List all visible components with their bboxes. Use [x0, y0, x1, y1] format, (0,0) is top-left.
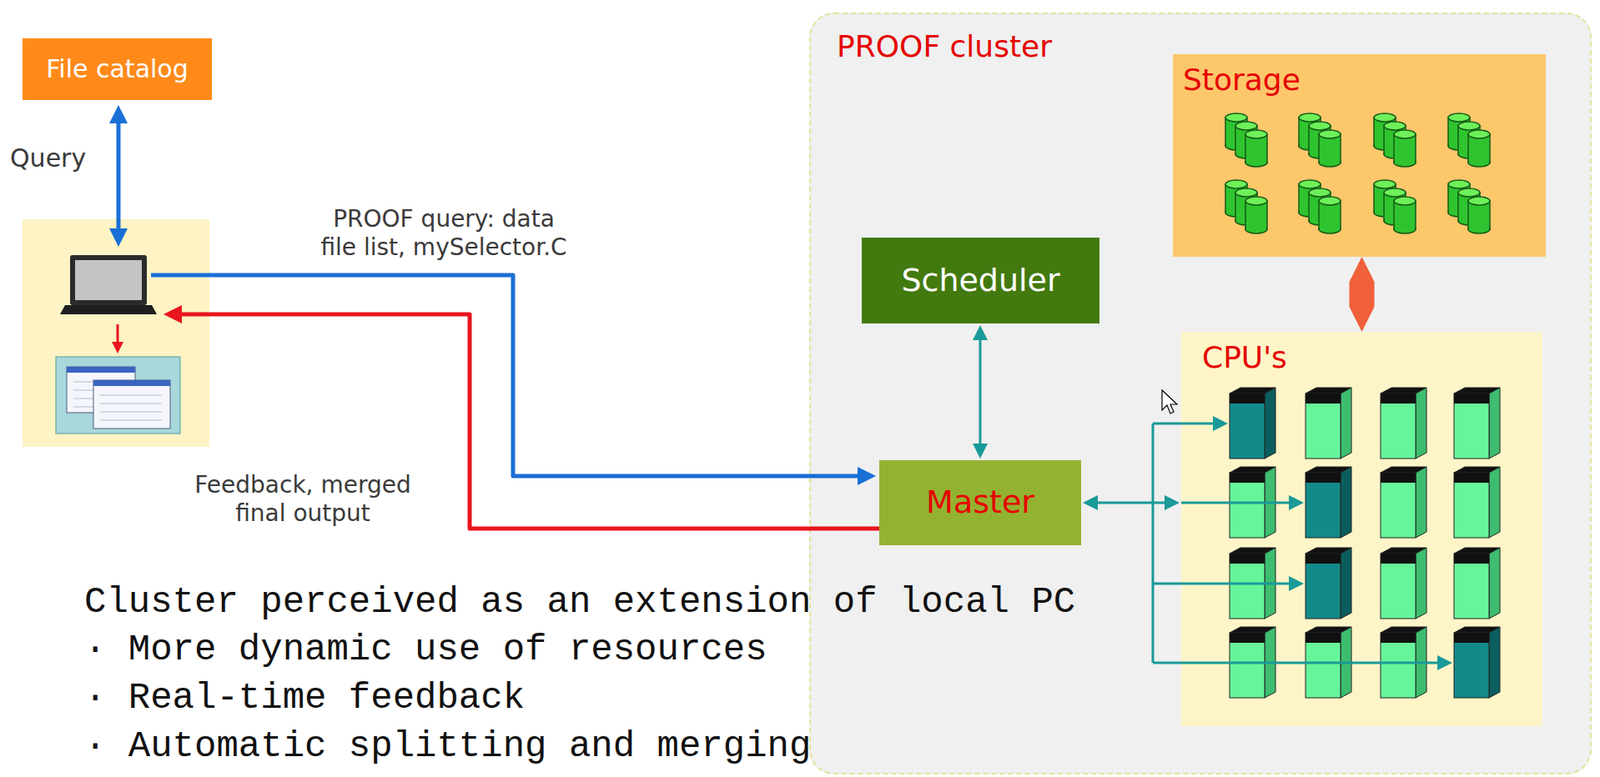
output-arrow [116, 324, 120, 343]
control-arrow [979, 340, 982, 444]
scheduler-box: Scheduler [861, 237, 1100, 324]
query-line [150, 275, 858, 477]
node-label: Scheduler [900, 262, 1060, 300]
control-arrow [1097, 502, 1165, 505]
query-arrow [116, 123, 121, 229]
disk-array [1225, 113, 1490, 234]
bullet-line: · Real-time feedback [84, 676, 525, 721]
laptop-icon [60, 255, 157, 315]
node-label: Storage [1182, 62, 1546, 97]
feedback-line [181, 314, 880, 529]
master-box: Master [879, 460, 1082, 546]
arrow-label: Query [10, 143, 86, 174]
node-label: File catalog [45, 55, 189, 85]
catalog-box: File catalog [22, 38, 212, 101]
node-label: CPU's [1202, 340, 1543, 375]
arrow-label: Feedback, merged final output [148, 471, 458, 528]
node-label: PROOF cluster [836, 29, 1592, 64]
bullet-line: · Automatic splitting and merging [84, 724, 811, 770]
client-panel [22, 219, 210, 448]
plot-windows-icon [55, 357, 181, 434]
dispatch-lines [1152, 423, 1438, 664]
bullet-line: · More dynamic use of resources [84, 628, 768, 673]
data-arrow [1349, 281, 1375, 307]
cpu-array [1229, 387, 1500, 699]
node-label: Master [925, 484, 1035, 522]
mouse-cursor [1162, 390, 1178, 414]
arrow-label: PROOF query: data file list, mySelector.… [243, 205, 645, 262]
summary-line: Cluster perceived as an extension of loc… [84, 580, 1076, 625]
